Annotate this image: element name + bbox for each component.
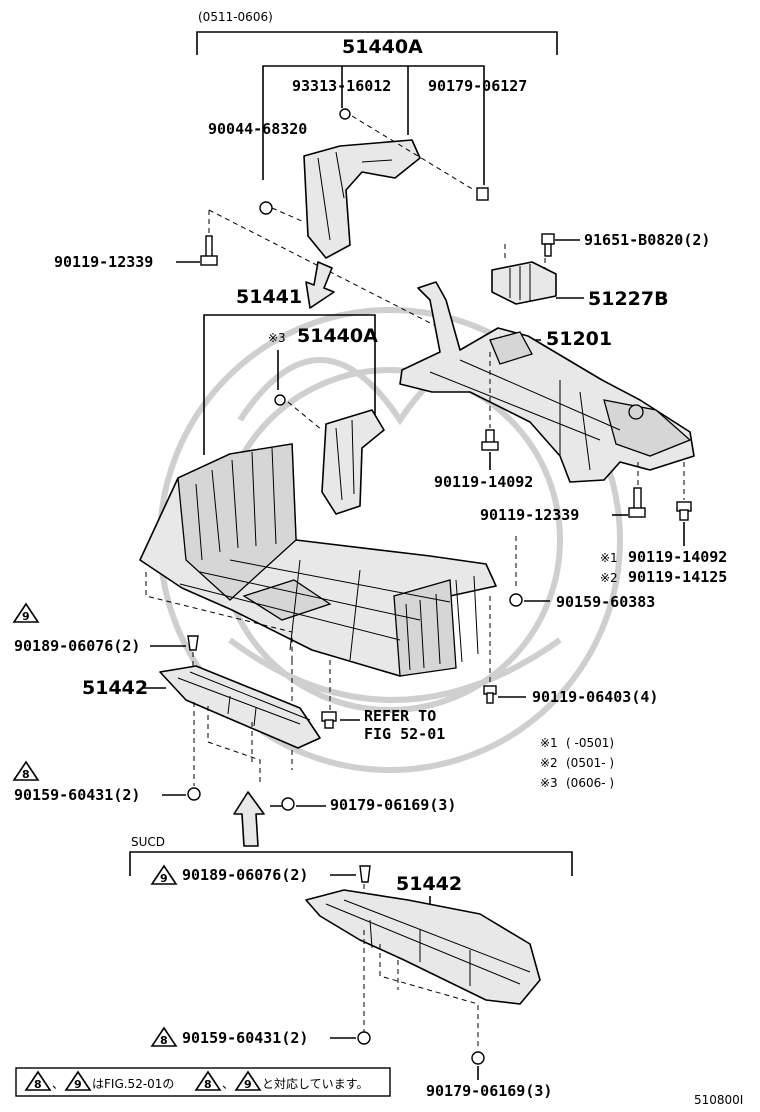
- bolt-refer-drawing: [321, 711, 337, 729]
- bracket-51440a-lower-drawing: [274, 394, 385, 515]
- note-3-mark: ※3: [540, 776, 558, 790]
- note-1-mark: ※1: [540, 736, 558, 750]
- part-number-90119-06403[interactable]: 90119-06403(4): [532, 688, 658, 706]
- svg-text:8: 8: [34, 1078, 42, 1091]
- part-number-51442-left[interactable]: 51442: [82, 677, 148, 699]
- marker-8-sucd: 8: [150, 1026, 178, 1047]
- part-number-51442-sucd[interactable]: 51442: [396, 873, 462, 895]
- damper-51227b-drawing: [491, 261, 557, 305]
- date-range-label: (0511-0606): [198, 10, 273, 24]
- clip-90179-06169-sucd-drawing: [471, 1051, 485, 1065]
- part-number-90179-06169-left[interactable]: 90179-06169(3): [330, 796, 456, 814]
- footnote-text-b: と対応しています。: [262, 1077, 368, 1091]
- mark-ref-1: ※1: [600, 551, 618, 565]
- bolt-90119-14092-b-drawing: [676, 501, 692, 521]
- marker-8-left: 8: [12, 760, 40, 781]
- svg-text:9: 9: [74, 1078, 82, 1091]
- svg-text:8: 8: [204, 1078, 212, 1091]
- leader-51441-bracket: [203, 314, 376, 455]
- clip-90159-60431-left-drawing: [187, 787, 201, 801]
- part-number-90189-06076-sucd[interactable]: 90189-06076(2): [182, 866, 308, 884]
- note-3-range: (0606- ): [566, 776, 614, 790]
- svg-text:8: 8: [22, 768, 30, 781]
- cover-51442-left-drawing: [159, 665, 321, 749]
- part-number-51201[interactable]: 51201: [546, 328, 612, 350]
- footnote-marker-8a: 8: [24, 1070, 52, 1091]
- part-number-90119-12339-left[interactable]: 90119-12339: [54, 253, 153, 271]
- refer-to-line2[interactable]: FIG 52-01: [364, 725, 445, 743]
- refer-to-line1[interactable]: REFER TO: [364, 707, 436, 725]
- clip-90179-06169-left-drawing: [281, 797, 295, 811]
- part-number-90119-14092-b[interactable]: 90119-14092: [628, 548, 727, 566]
- part-number-90179-06127[interactable]: 90179-06127: [428, 77, 527, 95]
- part-number-90159-60431-sucd[interactable]: 90159-60431(2): [182, 1029, 308, 1047]
- part-number-90119-14092-a[interactable]: 90119-14092: [434, 473, 533, 491]
- footnote-sep-2: 、: [222, 1077, 234, 1091]
- cover-51442-sucd-drawing: [305, 889, 541, 1005]
- part-number-90179-06169-sucd[interactable]: 90179-06169(3): [426, 1082, 552, 1100]
- part-number-90119-14125[interactable]: 90119-14125: [628, 568, 727, 586]
- bolt-90119-14092-a-drawing: [481, 429, 499, 451]
- clip-90159-60383-drawing: [509, 593, 523, 607]
- part-number-90044-68320[interactable]: 90044-68320: [208, 120, 307, 138]
- dash-51440a-lower: [287, 401, 323, 431]
- assembly-arrow-down: [305, 261, 335, 309]
- part-number-51440a-main[interactable]: 51440A: [342, 36, 423, 58]
- footnote-marker-9a: 9: [64, 1070, 92, 1091]
- part-number-51441[interactable]: 51441: [236, 286, 302, 308]
- clip-90159-60431-sucd-drawing: [357, 1031, 371, 1045]
- dash-51442-sucd: [363, 930, 479, 1050]
- figure-code: 510800I: [694, 1093, 743, 1107]
- part-number-90189-06076-left[interactable]: 90189-06076(2): [14, 637, 140, 655]
- footnote-marker-9b: 9: [234, 1070, 262, 1091]
- dash-93313: [351, 115, 475, 191]
- leader-51440a-branch: [262, 65, 485, 185]
- footnote-text-a: はFIG.52-01の: [92, 1077, 174, 1091]
- part-number-51440a-lower[interactable]: 51440A: [297, 325, 378, 347]
- svg-text:9: 9: [22, 610, 30, 623]
- footnote-box: [15, 1067, 391, 1097]
- bracket-51440a-upper-drawing: [259, 108, 489, 259]
- group-bracket-top: [196, 31, 558, 55]
- part-number-90159-60431-left[interactable]: 90159-60431(2): [14, 786, 140, 804]
- part-number-93313-16012[interactable]: 93313-16012: [292, 77, 391, 95]
- clip-90189-left-drawing: [187, 635, 199, 651]
- note-1-range: ( -0501): [566, 736, 614, 750]
- bolt-90119-12339-right-drawing: [628, 487, 646, 518]
- sucd-label: SUCD: [131, 835, 165, 849]
- assembly-arrow-up: [233, 791, 265, 847]
- mark-ref-2: ※2: [600, 571, 618, 585]
- group-bracket-sucd: [129, 851, 573, 876]
- marker-9-sucd: 9: [150, 864, 178, 885]
- part-number-90119-12339-right[interactable]: 90119-12339: [480, 506, 579, 524]
- footnote-sep-1: 、: [52, 1077, 64, 1091]
- bolt-90119-12339-left-drawing: [200, 235, 218, 266]
- part-number-91651-b0820[interactable]: 91651-B0820(2): [584, 231, 710, 249]
- mark-ref-3: ※3: [268, 331, 286, 345]
- dash-rear-bolts: [637, 462, 685, 500]
- svg-text:8: 8: [160, 1034, 168, 1047]
- footnote-marker-8b: 8: [194, 1070, 222, 1091]
- part-number-90159-60383[interactable]: 90159-60383: [556, 593, 655, 611]
- clip-90189-sucd-drawing: [359, 865, 371, 883]
- bolt-90119-06403-drawing: [483, 685, 497, 704]
- svg-text:9: 9: [160, 872, 168, 885]
- note-2-mark: ※2: [540, 756, 558, 770]
- part-number-51227b[interactable]: 51227B: [588, 288, 669, 310]
- svg-text:9: 9: [244, 1078, 252, 1091]
- note-2-range: (0501- ): [566, 756, 614, 770]
- bolt-91651-drawing: [541, 233, 555, 257]
- watermark-emblem: [157, 307, 623, 773]
- dash-51442-left: [193, 702, 261, 786]
- crossmember-51201-drawing: [399, 281, 695, 483]
- dash-90044: [271, 207, 305, 223]
- marker-9-left: 9: [12, 602, 40, 623]
